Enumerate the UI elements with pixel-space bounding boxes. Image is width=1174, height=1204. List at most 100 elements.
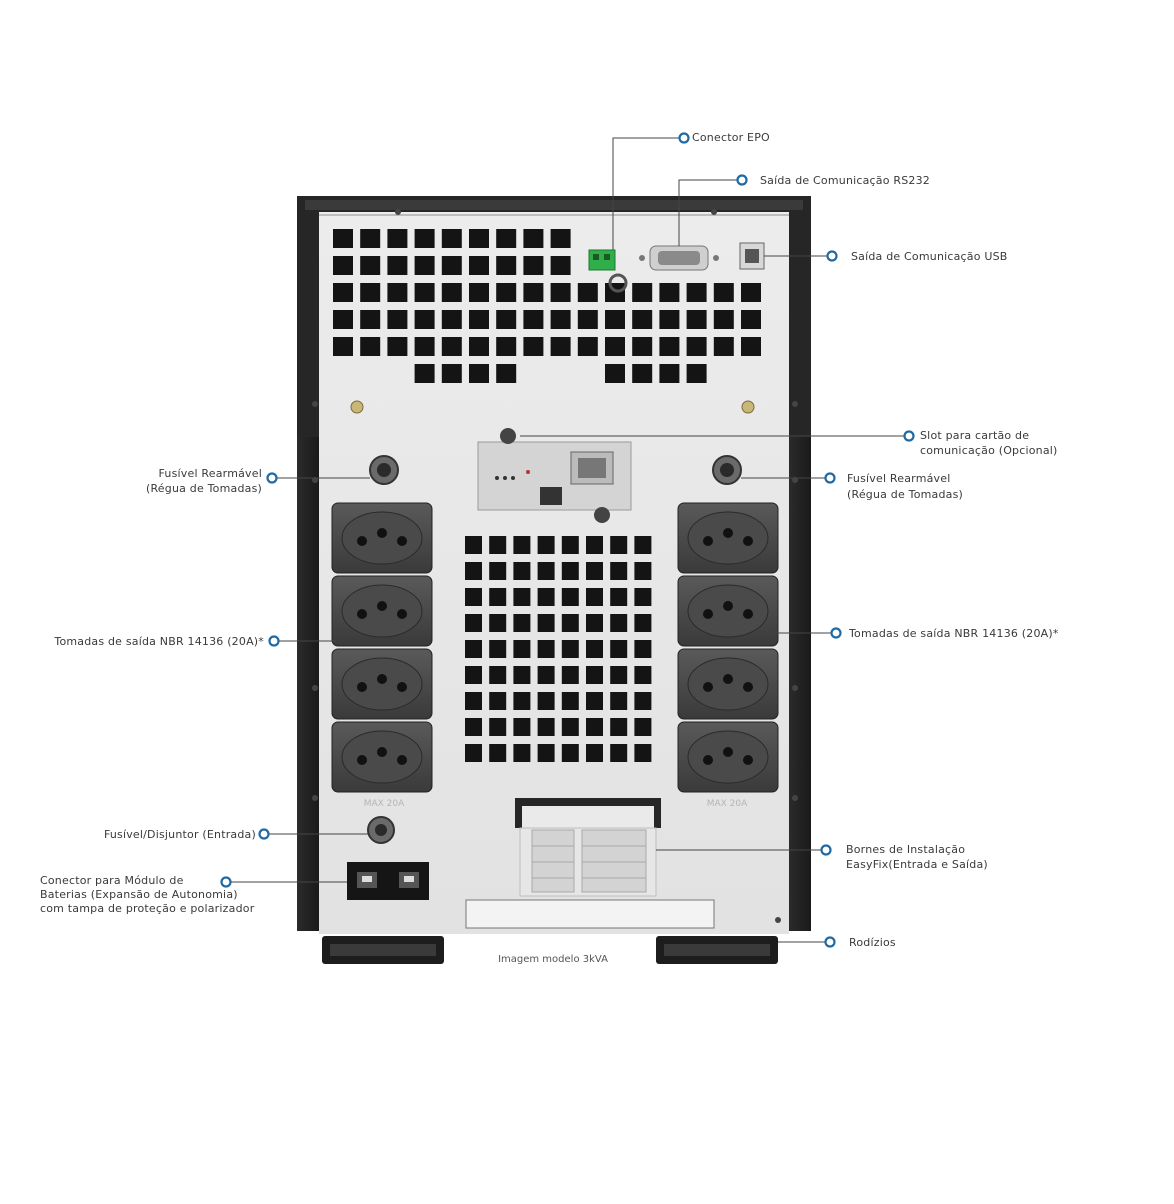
label-outlets-left: Tomadas de saída NBR 14136 (20A)* bbox=[54, 635, 264, 648]
casters bbox=[322, 936, 778, 964]
vent-hole bbox=[605, 283, 625, 302]
vent-hole bbox=[489, 744, 507, 762]
grounding-screws bbox=[350, 400, 755, 414]
vent-hole bbox=[489, 666, 507, 684]
max-label-right: MAX 20A bbox=[707, 799, 748, 809]
vent-hole bbox=[489, 588, 507, 606]
vent-hole bbox=[586, 666, 603, 684]
vent-hole bbox=[469, 283, 489, 302]
outlet-pin bbox=[743, 609, 753, 619]
outlet-pin bbox=[357, 609, 367, 619]
callout-marker bbox=[824, 936, 836, 948]
rs232-port bbox=[639, 245, 719, 271]
callout-marker bbox=[830, 627, 842, 639]
callout-marker bbox=[258, 828, 270, 840]
vent-hole bbox=[610, 718, 628, 736]
label-rs232-output: Saída de Comunicação RS232 bbox=[760, 174, 930, 187]
vent-hole bbox=[414, 337, 435, 356]
vent-hole bbox=[523, 256, 544, 275]
vent-hole bbox=[360, 337, 381, 356]
callout-marker bbox=[824, 472, 836, 484]
vent-hole bbox=[550, 256, 571, 275]
vent-hole bbox=[496, 364, 517, 383]
outlet-pin bbox=[723, 747, 733, 757]
vent-hole bbox=[469, 310, 489, 329]
label-fuse-left-line2: (Régua de Tomadas) bbox=[145, 482, 262, 495]
vent-hole bbox=[360, 229, 381, 248]
vent-hole bbox=[333, 337, 353, 356]
vent-hole bbox=[465, 536, 482, 554]
vent-hole bbox=[634, 614, 652, 632]
vent-hole bbox=[561, 536, 579, 554]
vent-hole bbox=[550, 310, 571, 329]
label-battery-line3: com tampa de proteção e polarizador bbox=[40, 902, 255, 915]
vent-hole bbox=[610, 614, 628, 632]
label-terminals-line2: EasyFix(Entrada e Saída) bbox=[846, 858, 988, 871]
upper-ventilation-grid bbox=[333, 229, 761, 383]
outlet-pin bbox=[397, 755, 407, 765]
easyfix-terminals bbox=[465, 798, 715, 929]
max-label-left: MAX 20A bbox=[364, 799, 405, 809]
outlet-pin bbox=[357, 682, 367, 692]
vent-hole bbox=[634, 666, 652, 684]
outlet-pin bbox=[377, 747, 387, 757]
vent-hole bbox=[513, 536, 531, 554]
outlet-pin bbox=[703, 755, 713, 765]
vent-hole bbox=[634, 718, 652, 736]
vent-hole bbox=[441, 337, 462, 356]
vent-hole bbox=[561, 666, 579, 684]
label-terminals-line1: Bornes de Instalação bbox=[846, 843, 966, 856]
vent-hole bbox=[360, 256, 381, 275]
vent-hole bbox=[586, 562, 603, 580]
vent-hole bbox=[441, 364, 462, 383]
vent-hole bbox=[577, 283, 598, 302]
outlet-pin bbox=[357, 536, 367, 546]
label-fuse-left-line1: Fusível Rearmável bbox=[158, 467, 262, 480]
vent-hole bbox=[610, 536, 628, 554]
label-casters: Rodízios bbox=[849, 936, 896, 949]
label-epo-connector: Conector EPO bbox=[692, 131, 770, 144]
vent-hole bbox=[632, 283, 653, 302]
vent-hole bbox=[513, 718, 531, 736]
vent-hole bbox=[713, 310, 734, 329]
vent-hole bbox=[610, 588, 628, 606]
outlet-pin bbox=[357, 755, 367, 765]
vent-hole bbox=[513, 640, 531, 658]
callout-marker bbox=[820, 844, 832, 856]
vent-hole bbox=[561, 718, 579, 736]
vent-hole bbox=[634, 562, 652, 580]
vent-hole bbox=[414, 364, 435, 383]
vent-hole bbox=[537, 744, 555, 762]
vent-hole bbox=[496, 229, 517, 248]
callout-marker bbox=[268, 635, 280, 647]
vent-hole bbox=[741, 337, 761, 356]
vent-hole bbox=[586, 718, 603, 736]
vent-hole bbox=[605, 310, 625, 329]
vent-hole bbox=[659, 310, 680, 329]
vent-hole bbox=[333, 229, 353, 248]
vent-hole bbox=[496, 310, 517, 329]
vent-hole bbox=[469, 229, 489, 248]
communication-card-slot bbox=[477, 428, 632, 523]
center-ventilation-grid bbox=[465, 536, 652, 762]
vent-hole bbox=[489, 640, 507, 658]
outlet-pin bbox=[743, 536, 753, 546]
vent-hole bbox=[610, 562, 628, 580]
vent-hole bbox=[686, 310, 707, 329]
outlet-pin bbox=[743, 755, 753, 765]
label-usb-output: Saída de Comunicação USB bbox=[851, 250, 1008, 263]
vent-hole bbox=[441, 310, 462, 329]
vent-hole bbox=[360, 310, 381, 329]
vent-hole bbox=[387, 310, 408, 329]
vent-hole bbox=[610, 744, 628, 762]
vent-hole bbox=[561, 562, 579, 580]
vent-hole bbox=[333, 310, 353, 329]
vent-hole bbox=[465, 666, 482, 684]
vent-hole bbox=[713, 337, 734, 356]
usb-port bbox=[739, 242, 765, 270]
vent-hole bbox=[537, 588, 555, 606]
vent-hole bbox=[550, 229, 571, 248]
vent-hole bbox=[523, 283, 544, 302]
vent-hole bbox=[496, 256, 517, 275]
